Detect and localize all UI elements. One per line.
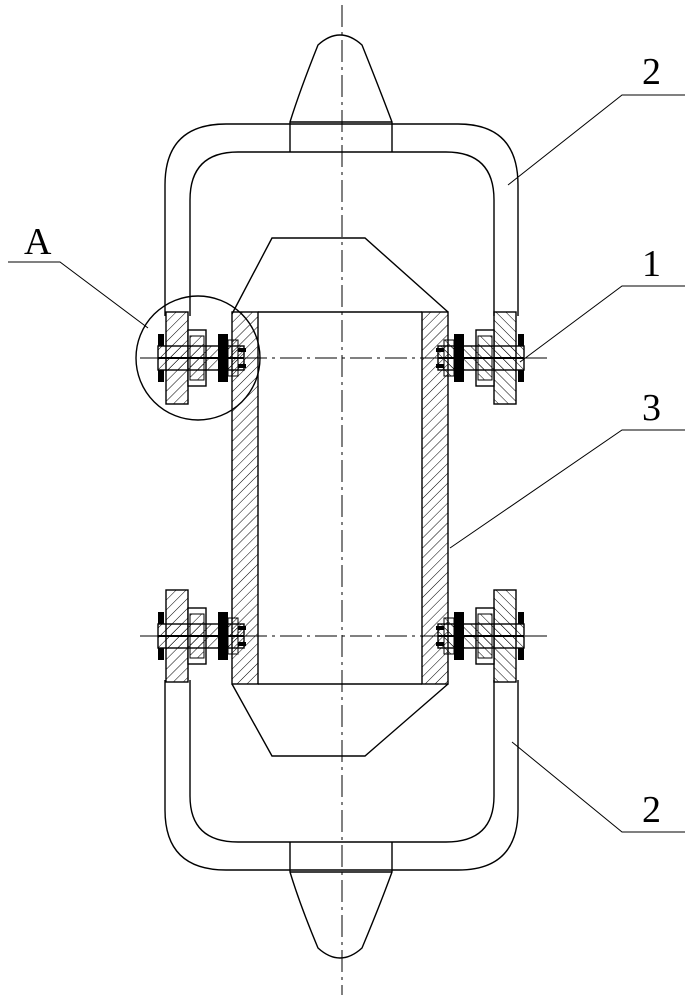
leader-2-bottom	[511, 741, 685, 833]
top-hoop-outer	[164, 123, 519, 316]
bottom-hoop-inner	[189, 680, 495, 843]
top-fin	[289, 34, 393, 152]
fastener-upper-right	[435, 311, 525, 405]
central-body	[231, 237, 449, 757]
leader-1	[519, 285, 685, 363]
label-2-bottom: 2	[642, 789, 661, 831]
bottom-fin	[289, 842, 393, 959]
leader-a	[8, 261, 149, 329]
top-hoop-inner	[189, 151, 495, 316]
leader-2-top	[507, 94, 685, 186]
leader-3	[449, 429, 685, 549]
fastener-lower-right	[435, 589, 525, 683]
label-1: 1	[642, 243, 661, 285]
label-a: A	[24, 221, 52, 263]
bottom-hoop-outer	[164, 680, 519, 871]
label-2-top: 2	[642, 51, 661, 93]
label-3: 3	[642, 387, 661, 429]
detail-circle-a	[135, 295, 261, 421]
